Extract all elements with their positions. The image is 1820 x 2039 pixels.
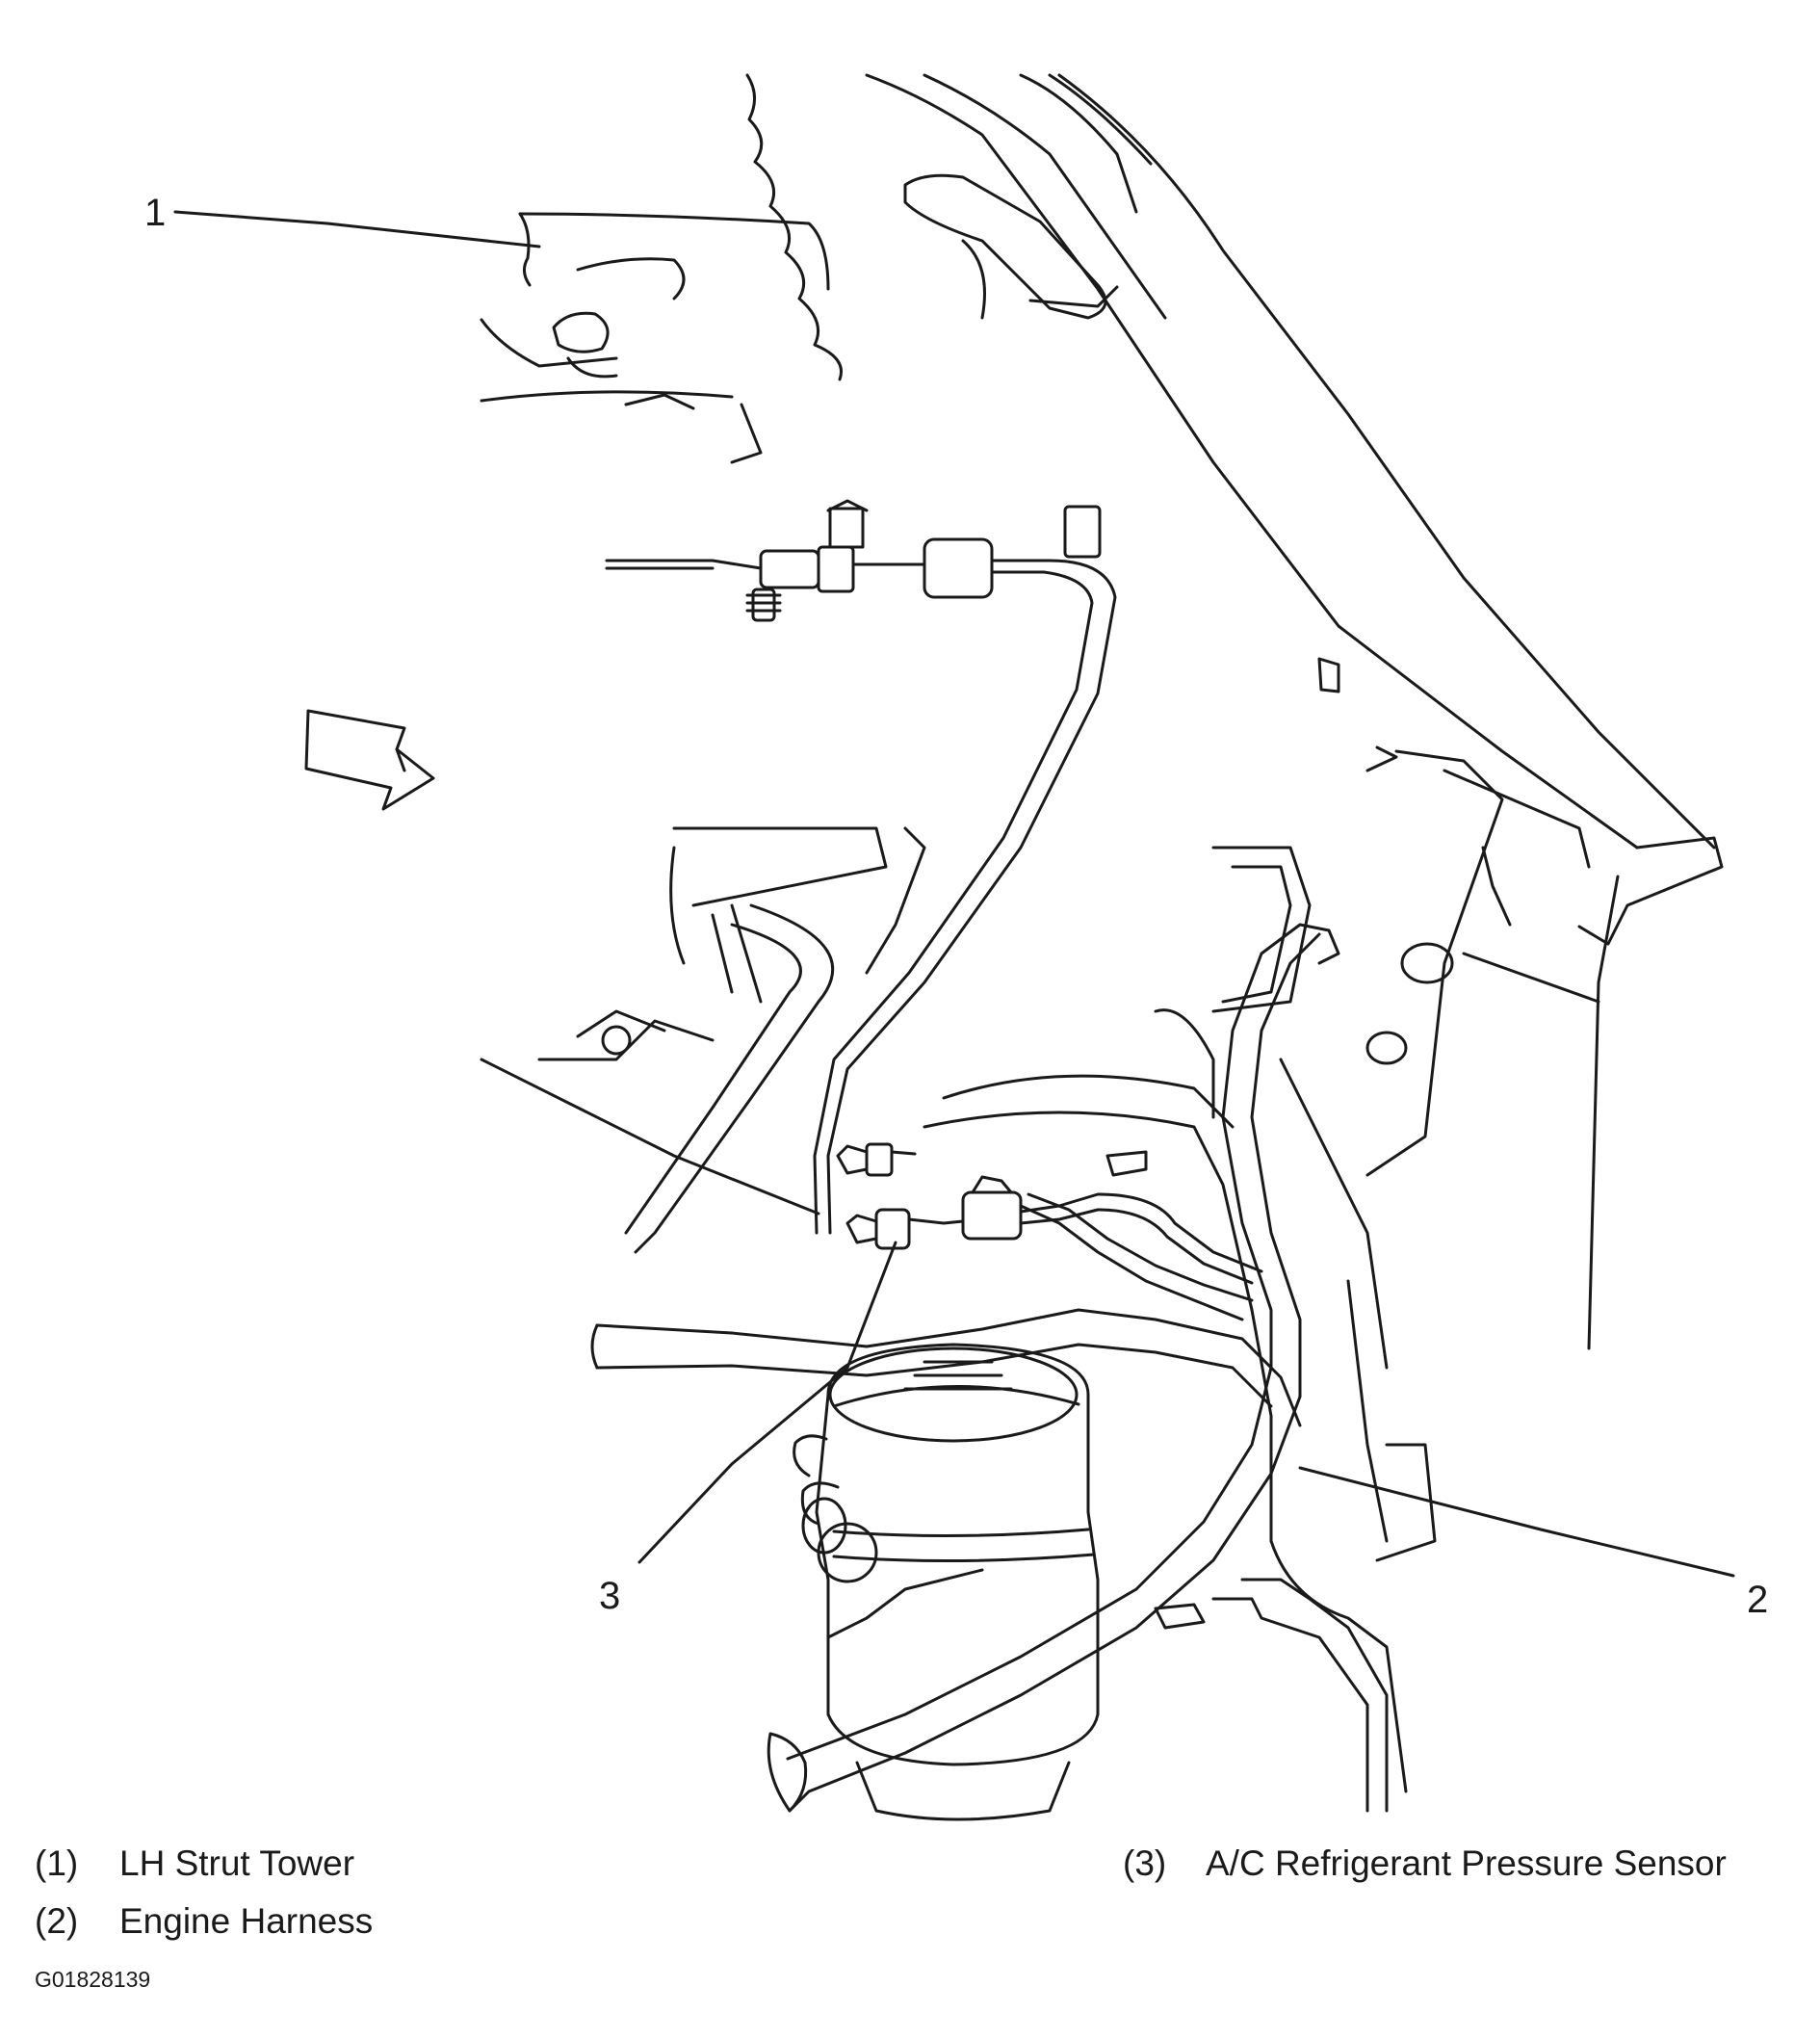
direction-arrow <box>304 709 435 811</box>
legend-item-3: (3) A/C Refrigerant Pressure Sensor <box>1123 1843 1727 1884</box>
legend-label: A/C Refrigerant Pressure Sensor <box>1206 1843 1727 1883</box>
accumulator <box>793 1343 1100 1821</box>
engine-harness <box>590 923 1389 1813</box>
legend-key: (2) <box>35 1901 79 1941</box>
figure-code: G01828139 <box>35 1967 151 1992</box>
callout-number-2: 2 <box>1747 1579 1768 1621</box>
callout-leader-3 <box>637 1241 897 1564</box>
pressure-sensor <box>836 1142 1263 1285</box>
support-bracket <box>1154 657 1600 1177</box>
wheelhouse <box>923 1058 1437 1793</box>
legend-item-2: (2) Engine Harness <box>35 1901 373 1942</box>
legend-label: Engine Harness <box>119 1901 374 1941</box>
fender-panel <box>865 73 1724 1350</box>
legend-label: LH Strut Tower <box>119 1843 355 1883</box>
mount-bracket <box>480 826 926 1254</box>
line-drawing: 1 2 3 <box>144 73 1768 1821</box>
stud-fastener <box>745 588 782 622</box>
callout-number-1: 1 <box>144 192 166 234</box>
break-line <box>745 73 843 381</box>
callout-leader-1 <box>173 210 541 248</box>
legend-item-1: (1) LH Strut Tower <box>35 1843 354 1884</box>
strut-tower <box>480 212 830 464</box>
callout-leader-2 <box>1298 1466 1735 1578</box>
refrigerant-line <box>605 499 1117 1235</box>
callout-number-3: 3 <box>599 1575 620 1617</box>
legend-key: (3) <box>1123 1843 1167 1883</box>
legend-key: (1) <box>35 1843 79 1883</box>
